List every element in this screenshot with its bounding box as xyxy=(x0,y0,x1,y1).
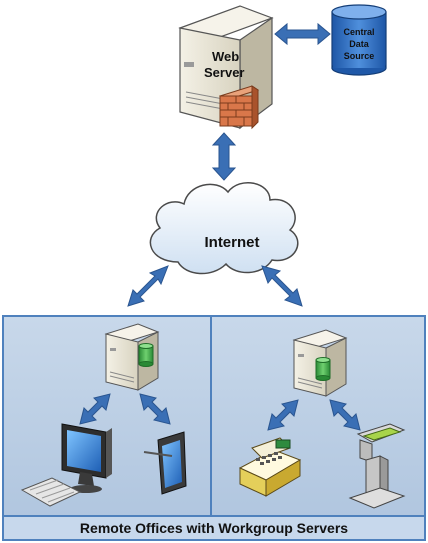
arrow-internet-right-office xyxy=(261,265,303,307)
central-data-source-icon: Central Data Source xyxy=(331,4,387,76)
arrow-left-server-pc xyxy=(79,393,111,425)
web-server-label-1: Web xyxy=(212,49,239,64)
kiosk-icon xyxy=(348,423,406,509)
firewall-icon xyxy=(218,85,260,130)
db-label-1: Central xyxy=(343,27,374,37)
left-server-db-icon xyxy=(138,343,154,367)
internet-cloud-icon: Internet xyxy=(149,182,299,275)
cash-register-icon xyxy=(238,437,302,497)
arrow-right-server-register xyxy=(267,399,299,431)
arrow-left-server-tablet xyxy=(139,393,171,425)
footer-label: Remote Offices with Workgroup Servers xyxy=(80,520,348,536)
web-server-label-2: Server xyxy=(204,65,244,80)
arrow-server-internet xyxy=(211,132,237,181)
tablet-icon xyxy=(143,431,187,495)
internet-label: Internet xyxy=(204,234,259,251)
keyboard-icon xyxy=(20,477,82,507)
right-workgroup-server-icon xyxy=(292,329,348,397)
desktop-computer-icon xyxy=(20,423,112,507)
web-server-icon: Web Server xyxy=(178,5,274,130)
arrow-server-db xyxy=(274,22,331,46)
db-label-2: Data xyxy=(349,39,370,49)
arrow-right-server-kiosk xyxy=(329,399,361,431)
right-server-db-icon xyxy=(315,357,331,381)
arrow-internet-left-office xyxy=(127,265,169,307)
db-label-3: Source xyxy=(344,51,375,61)
left-workgroup-server-icon xyxy=(104,323,160,391)
